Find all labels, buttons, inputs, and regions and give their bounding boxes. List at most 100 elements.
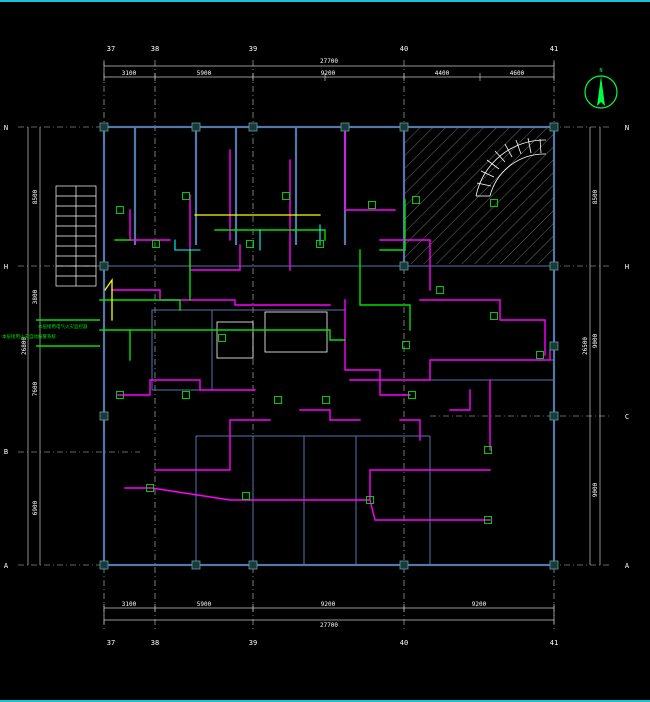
dim-bottom-2: 5900 — [197, 601, 212, 608]
column-icon — [549, 122, 559, 132]
distribution-box-icon — [152, 240, 160, 248]
column-icon — [99, 560, 109, 570]
col-label-38-bottom: 38 — [151, 639, 159, 647]
feeder-run — [154, 419, 271, 471]
riser-run — [359, 249, 411, 331]
central-shaft — [264, 311, 328, 353]
distribution-box-icon — [536, 351, 544, 359]
column-icon — [99, 122, 109, 132]
distribution-box-icon — [182, 391, 190, 399]
dim-top-3: 9200 — [321, 70, 336, 77]
distribution-box-icon — [182, 192, 190, 200]
row-label-a-left: A — [4, 562, 9, 570]
riser-run — [214, 229, 326, 241]
core-room — [216, 321, 254, 359]
distribution-box-icon — [322, 396, 330, 404]
distribution-box-icon — [316, 240, 324, 248]
distribution-box-icon — [366, 496, 374, 504]
dim-bottom-1: 3100 — [122, 601, 137, 608]
distribution-box-icon — [490, 312, 498, 320]
column-icon — [549, 411, 559, 421]
svg-text:N: N — [599, 68, 602, 74]
distribution-box-icon — [484, 516, 492, 524]
distribution-box-icon — [274, 396, 282, 404]
dim-top-2: 5900 — [197, 70, 212, 77]
column-icon — [248, 122, 258, 132]
dim-total-top: 27700 — [320, 58, 338, 65]
riser-run — [99, 329, 346, 341]
branch-run — [174, 239, 201, 251]
distribution-box-icon — [436, 286, 444, 294]
row-label-n-left: N — [4, 124, 8, 132]
dim-top-5: 4600 — [510, 70, 525, 77]
column-icon — [399, 122, 409, 132]
col-label-41-bottom: 41 — [550, 639, 558, 647]
col-label-41-top: 41 — [550, 45, 558, 53]
column-icon — [340, 122, 350, 132]
column-icon — [549, 560, 559, 570]
distribution-box-icon — [402, 341, 410, 349]
dim-left-1: 8500 — [32, 189, 39, 204]
dim-bottom-4: 9200 — [472, 601, 487, 608]
row-label-h-right: H — [625, 263, 629, 271]
stair-icon — [55, 185, 97, 287]
column-icon — [191, 122, 201, 132]
dim-top-4: 4400 — [435, 70, 450, 77]
col-label-40-bottom: 40 — [400, 639, 408, 647]
row-label-c-right: C — [625, 413, 629, 421]
feeder-run — [399, 419, 421, 441]
dim-right-1: 8500 — [592, 189, 599, 204]
row-label-n-right: N — [625, 124, 629, 132]
dim-left-3: 7600 — [32, 381, 39, 396]
feeder-run — [344, 299, 411, 396]
legend: 本层接用电气火灾监控器 本层接用火灾自动报警系统 — [2, 319, 100, 347]
feeder-run — [111, 289, 331, 306]
dim-left-4: 6900 — [32, 500, 39, 515]
feeder-run — [299, 409, 361, 421]
feeder-run — [189, 194, 241, 271]
north-arrow-icon: N — [584, 68, 618, 109]
column-icon — [399, 261, 409, 271]
dimension-lines — [27, 62, 601, 624]
distribution-box-icon — [146, 484, 154, 492]
feeder-run — [419, 299, 546, 356]
distribution-boxes — [116, 192, 544, 524]
col-label-40-top: 40 — [400, 45, 408, 53]
distribution-box-icon — [242, 492, 250, 500]
conduit-runs — [99, 129, 551, 521]
row-label-a-right: A — [625, 562, 630, 570]
dim-total-bottom: 27700 — [320, 622, 338, 629]
trunk-run — [104, 277, 113, 321]
distribution-box-icon — [116, 391, 124, 399]
dim-left-total: 26800 — [21, 337, 28, 355]
feeder-run — [344, 129, 396, 211]
dim-left-2: 3800 — [32, 289, 39, 304]
dim-right-total: 26500 — [582, 337, 589, 355]
dim-top-1: 3100 — [122, 70, 137, 77]
feeder-run — [369, 469, 491, 501]
column-icon — [191, 560, 201, 570]
distribution-box-icon — [116, 206, 124, 214]
riser-run — [99, 299, 181, 311]
column-icon — [399, 560, 409, 570]
distribution-box-icon — [282, 192, 290, 200]
distribution-box-icon — [484, 446, 492, 454]
column-icon — [248, 560, 258, 570]
dim-right-2: 9000 — [592, 333, 599, 348]
structural-columns — [99, 122, 559, 570]
spiral-stair-icon — [475, 137, 547, 197]
side-dimension-text: 8500 3800 7600 6900 26800 8500 9000 9000… — [21, 189, 599, 515]
col-label-39-top: 39 — [249, 45, 257, 53]
row-label-b-left: B — [4, 448, 8, 456]
dim-bottom-3: 9200 — [321, 601, 336, 608]
riser-run — [379, 199, 406, 251]
column-icon — [549, 341, 559, 351]
column-icon — [99, 411, 109, 421]
feeder-run — [349, 349, 551, 381]
distribution-box-icon — [218, 334, 226, 342]
distribution-box-icon — [412, 196, 420, 204]
legend-line-2: 本层接用火灾自动报警系统 — [2, 333, 56, 340]
row-label-h-left: H — [4, 263, 8, 271]
feeder-run — [449, 389, 471, 411]
